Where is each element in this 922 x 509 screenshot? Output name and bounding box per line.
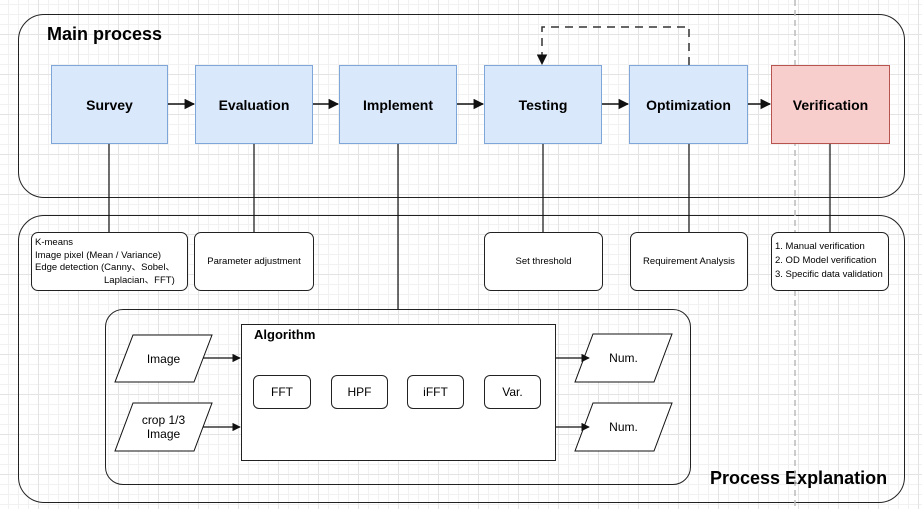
note-survey-line-3: Edge detection (Canny、Sobel、 (35, 262, 175, 273)
output-num-2-label: Num. (609, 420, 638, 434)
note-evaluation: Parameter adjustment (194, 232, 314, 291)
input-image-label: Image (146, 351, 181, 366)
op-fft: FFT (253, 375, 311, 409)
input-crop-shape (114, 402, 213, 452)
algorithm-container (105, 309, 691, 485)
algorithm-title: Algorithm (254, 327, 316, 342)
step-survey[interactable]: Survey (51, 65, 168, 144)
feedback-loop (536, 26, 690, 66)
step-verification[interactable]: Verification (771, 65, 890, 144)
process-explanation-title: Process Explanation (710, 468, 888, 488)
input-image-shape (114, 334, 213, 383)
step-testing[interactable]: Testing (484, 65, 602, 144)
main-process-title: Main process (47, 24, 163, 44)
note-verification-line-3: 3. Specific data validation (775, 269, 883, 280)
op-ifft: iFFT (407, 375, 464, 409)
note-verification-line-2: 2. OD Model verification (775, 255, 877, 266)
input-crop-image-label: crop 1/3 Image (141, 413, 186, 441)
main-process-lane (18, 14, 905, 198)
note-survey-line-4: Laplacian、FFT) (104, 274, 175, 286)
op-hpf: HPF (331, 375, 388, 409)
step-implement[interactable]: Implement (339, 65, 457, 144)
note-survey-line-2: Image pixel (Mean / Variance) (35, 249, 162, 261)
step-optimization[interactable]: Optimization (629, 65, 748, 144)
note-survey: K-means Image pixel (Mean / Variance) Ed… (31, 232, 188, 291)
step-evaluation[interactable]: Evaluation (195, 65, 313, 144)
note-verification-line-1: 1. Manual verification (775, 241, 865, 252)
process-explanation-lane (18, 215, 905, 503)
output-num-1-shape (574, 333, 673, 383)
op-var: Var. (484, 375, 541, 409)
output-num-2-shape (574, 402, 673, 452)
note-survey-line-1: K-means (35, 237, 74, 248)
note-verification: 1. Manual verification 2. OD Model verif… (771, 232, 889, 291)
note-optimization: Requirement Analysis (630, 232, 748, 291)
output-num-1-label: Num. (609, 351, 638, 365)
note-testing: Set threshold (484, 232, 603, 291)
